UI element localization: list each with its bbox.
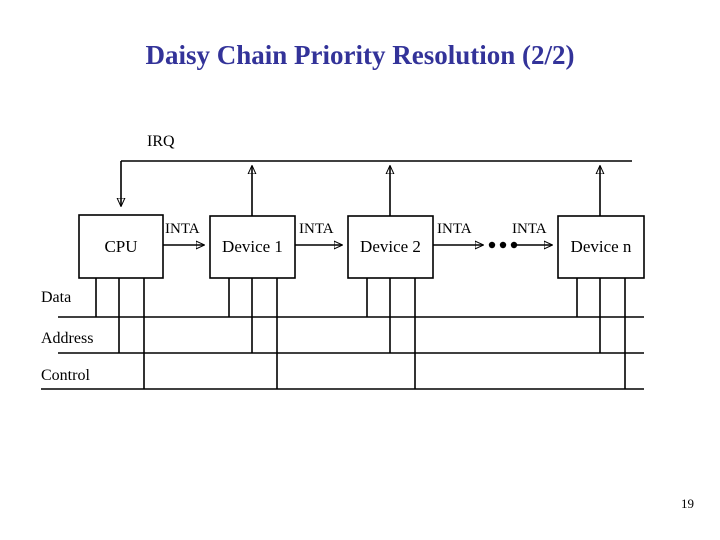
inta-label-cpu-device1: INTA <box>165 221 200 237</box>
cpu-box <box>78 214 164 279</box>
cpu-box-label: CPU <box>104 236 138 256</box>
ellipsis-dot-2 <box>499 241 507 249</box>
inta-label-dots-devicen: INTA <box>512 221 547 237</box>
inta-label-device2-dots: INTA <box>437 221 472 237</box>
ellipsis-dot-1 <box>488 241 496 249</box>
device2-box-label: Device 2 <box>360 237 421 256</box>
devicen-box <box>557 215 645 279</box>
irq-bus-group <box>121 160 632 216</box>
system-bus-group <box>41 316 644 390</box>
device1-box-label: Device 1 <box>222 237 283 256</box>
ellipsis-dot-3 <box>510 241 518 249</box>
page-title: Daisy Chain Priority Resolution (2/2) <box>145 40 575 70</box>
irq-label: IRQ <box>147 133 175 150</box>
address-bus-label: Address <box>41 330 94 347</box>
data-bus-label: Data <box>41 289 72 306</box>
page-number: 19 <box>681 496 694 511</box>
devicen-box-label: Device n <box>570 237 632 256</box>
inta-label-device1-device2: INTA <box>299 221 334 237</box>
device2-bus-stubs <box>366 278 416 389</box>
device1-bus-stubs <box>228 278 278 389</box>
devicen-bus-stubs <box>576 278 626 389</box>
cpu-bus-stubs <box>95 278 145 389</box>
inta-chain-group <box>163 242 552 248</box>
control-bus-label: Control <box>41 367 90 384</box>
